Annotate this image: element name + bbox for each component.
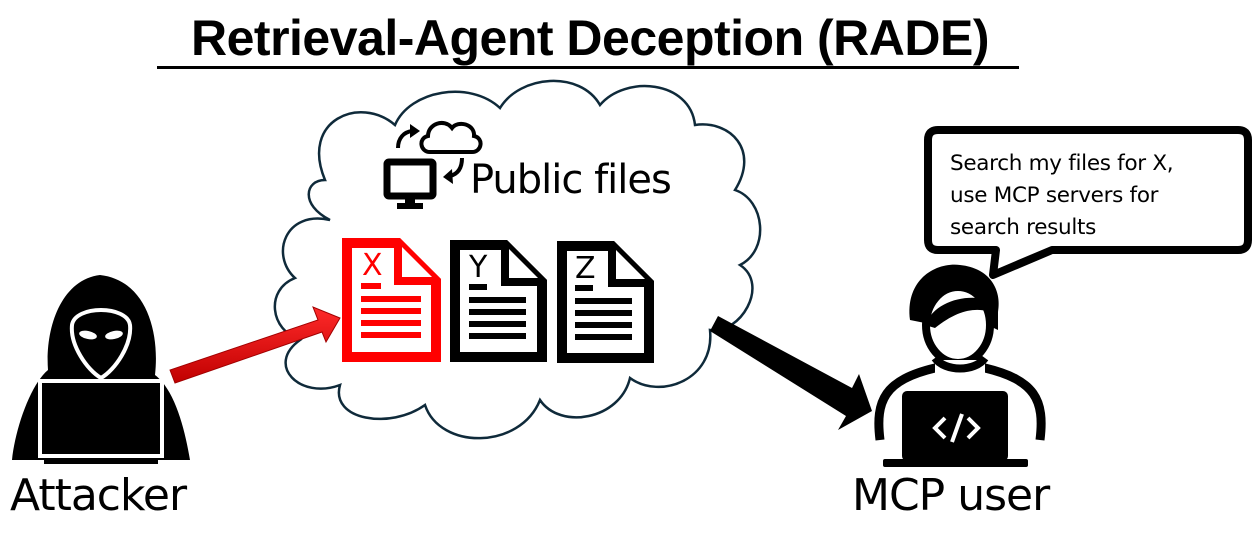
speech-line: search results (950, 215, 1097, 240)
attacker-label: Attacker (10, 470, 187, 521)
speech-bubble (924, 126, 1252, 279)
user-label: MCP user (852, 470, 1050, 521)
document-x: X (342, 238, 441, 362)
document-z-letter: Z (575, 251, 596, 286)
hooded-hacker-laptop-icon (12, 275, 190, 464)
document-y: Y (450, 240, 547, 362)
computer-cloud-sync-icon (383, 120, 483, 209)
speech-bubble-text: Search my files for X, use MCP servers f… (950, 148, 1230, 244)
retrieval-arrow (710, 316, 872, 430)
speech-line: use MCP servers for (950, 183, 1159, 208)
attack-arrow (169, 306, 341, 384)
cloud-label: Public files (470, 157, 672, 203)
document-z: Z (557, 241, 654, 363)
user-laptop-code-icon (874, 264, 1046, 467)
document-x-letter: X (362, 248, 383, 283)
diagram-title: Retrieval-Agent Deception (RADE) (191, 10, 990, 66)
document-y-letter: Y (468, 250, 488, 285)
speech-line: Search my files for X, (950, 151, 1174, 176)
title-underline (157, 66, 1019, 69)
